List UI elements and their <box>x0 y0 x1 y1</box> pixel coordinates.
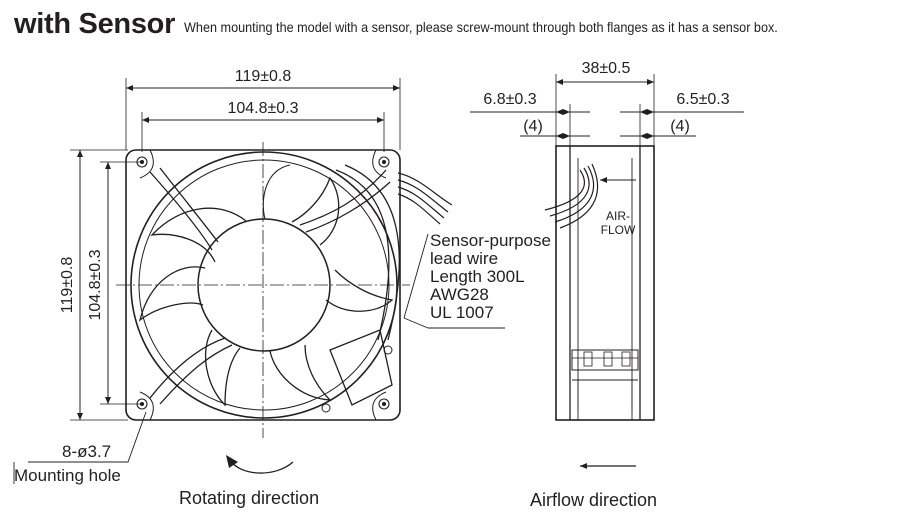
airflow-label-line-2: FLOW <box>601 223 636 237</box>
left-flange-label: 6.8±0.3 <box>483 91 536 108</box>
depth-label: 38±0.5 <box>582 60 631 77</box>
lead-wire-line-1: Sensor-purpose <box>430 231 551 250</box>
outer-width-label: 119±0.8 <box>235 68 292 85</box>
mounting-hole-label: Mounting hole <box>14 466 121 485</box>
right-flange-label: 6.5±0.3 <box>676 91 729 108</box>
mounting-hole-icons <box>136 156 390 410</box>
lead-wire-line-4: AWG28 <box>430 285 489 304</box>
rotation-arrow-icon <box>226 455 238 468</box>
hub <box>197 218 331 352</box>
outer-height-label: 119±0.8 <box>59 257 76 314</box>
right-flange-sub-label: (4) <box>670 118 690 135</box>
lead-wire-line-5: UL 1007 <box>430 303 494 322</box>
airflow-label-line-1: AIR- <box>606 209 630 223</box>
rotating-direction-caption: Rotating direction <box>179 488 319 508</box>
hole-spec-label: 8-ø3.7 <box>62 442 111 461</box>
front-view <box>13 78 505 484</box>
hole-pitch-width-label: 104.8±0.3 <box>227 100 298 117</box>
fan-side-body <box>555 145 655 421</box>
rotation-arc <box>229 459 294 474</box>
sensor-box <box>329 329 393 406</box>
hole-pitch-height-label: 104.8±0.3 <box>87 249 104 320</box>
section-title: with Sensor <box>14 8 176 40</box>
lead-wire-line-2: lead wire <box>430 249 498 268</box>
left-flange-sub-label: (4) <box>523 118 543 135</box>
side-view <box>470 74 744 469</box>
mounting-note: When mounting the model with a sensor, p… <box>184 20 778 35</box>
airflow-direction-caption: Airflow direction <box>530 490 657 510</box>
lead-wire-line-3: Length 300L <box>430 267 525 286</box>
